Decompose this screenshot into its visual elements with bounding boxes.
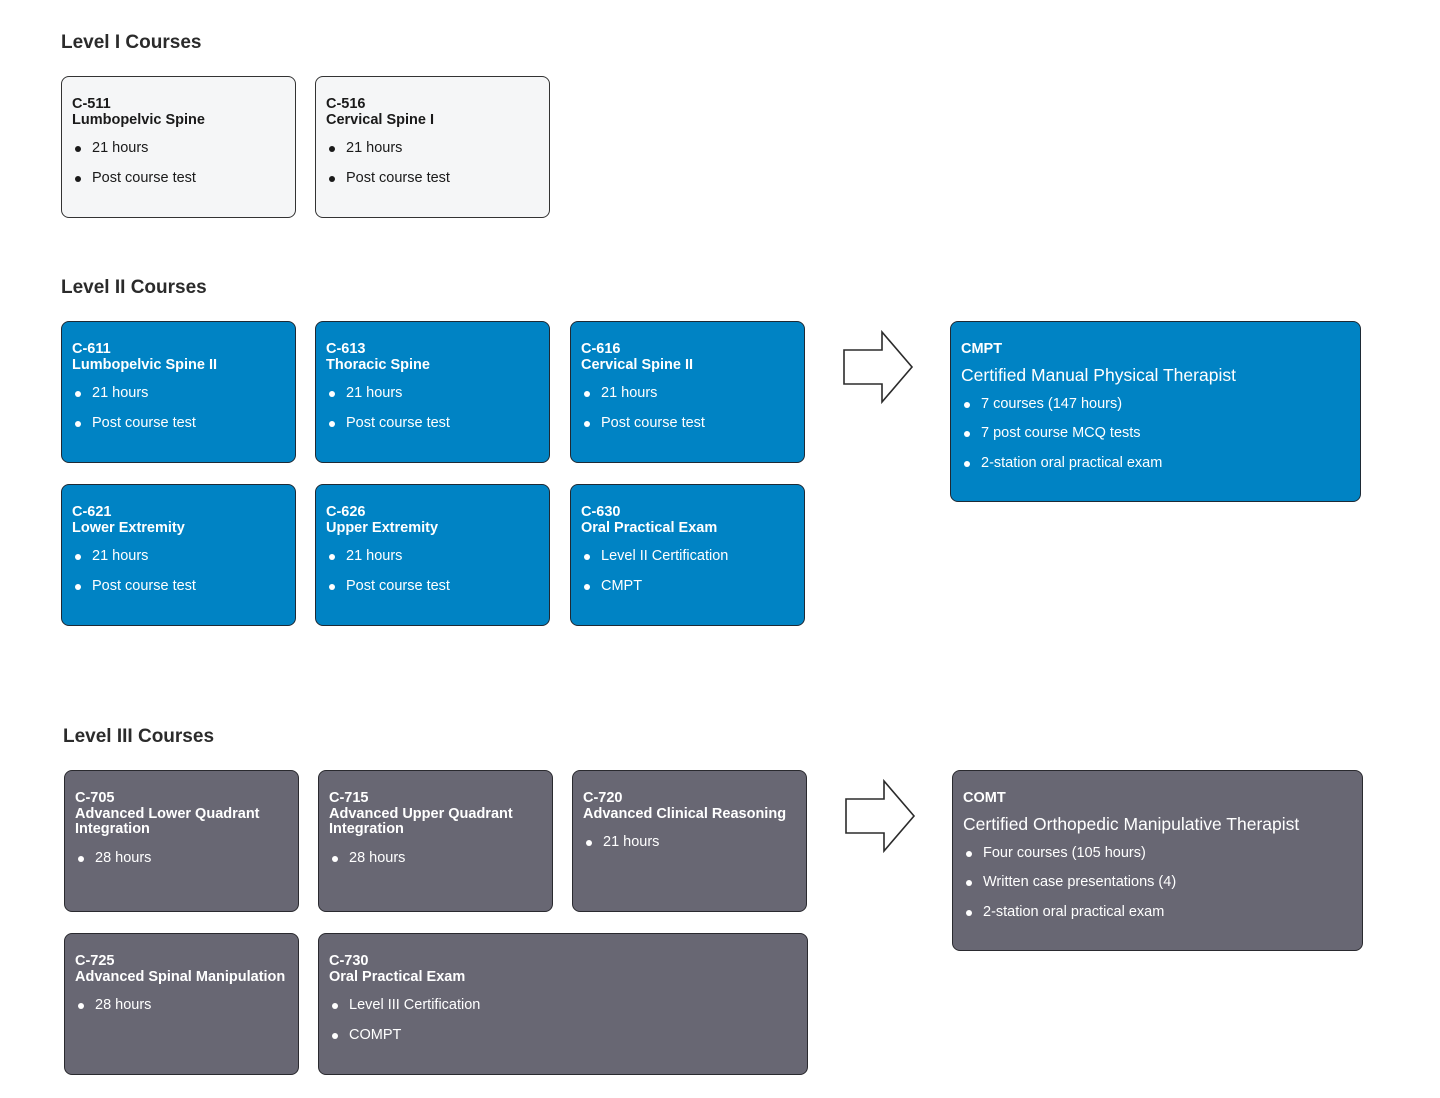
course-detail-item: Post course test bbox=[72, 409, 285, 439]
course-title: Cervical Spine I bbox=[326, 111, 434, 128]
certification-title: Certified Manual Physical Therapist bbox=[961, 364, 1236, 385]
course-details: Level III Certification COMPT bbox=[329, 991, 797, 1050]
course-details: 21 hours bbox=[583, 828, 796, 858]
course-detail-item: Post course test bbox=[326, 572, 539, 602]
course-card-c730: C-730 Oral Practical Exam Level III Cert… bbox=[318, 933, 808, 1075]
course-card-c616: C-616 Cervical Spine II 21 hours Post co… bbox=[570, 321, 805, 463]
certification-requirement-item: 2-station oral practical exam bbox=[963, 898, 1352, 928]
course-details: 28 hours bbox=[75, 991, 288, 1021]
course-details: 21 hours Post course test bbox=[72, 542, 285, 601]
course-title: Lumbopelvic Spine bbox=[72, 111, 205, 128]
course-detail-item: Post course test bbox=[72, 164, 285, 194]
course-details: 21 hours Post course test bbox=[72, 379, 285, 438]
course-detail-item: 21 hours bbox=[583, 828, 796, 858]
certification-requirement-item: 7 courses (147 hours) bbox=[961, 390, 1350, 420]
course-code: C-616 bbox=[581, 341, 621, 357]
course-card-c621: C-621 Lower Extremity 21 hours Post cour… bbox=[61, 484, 296, 626]
course-code: C-613 bbox=[326, 341, 366, 357]
certification-card-comt: COMT Certified Orthopedic Manipulative T… bbox=[952, 770, 1363, 951]
course-detail-item: Post course test bbox=[581, 409, 794, 439]
course-card-c516: C-516 Cervical Spine I 21 hours Post cou… bbox=[315, 76, 550, 218]
course-details: 28 hours bbox=[329, 844, 542, 874]
course-detail-item: Level III Certification bbox=[329, 991, 797, 1021]
course-title: Advanced Spinal Manipulation bbox=[75, 968, 286, 985]
right-arrow-icon bbox=[843, 330, 914, 404]
course-title: Thoracic Spine bbox=[326, 356, 430, 373]
course-code: C-725 bbox=[75, 953, 115, 969]
level2-heading: Level II Courses bbox=[61, 277, 207, 298]
course-title: Lower Extremity bbox=[72, 519, 185, 536]
course-code: C-630 bbox=[581, 504, 621, 520]
certification-requirement-item: Written case presentations (4) bbox=[963, 868, 1352, 898]
course-title: Advanced Lower Quadrant Integration bbox=[75, 805, 260, 837]
course-title: Advanced Clinical Reasoning bbox=[583, 805, 787, 822]
course-code: C-611 bbox=[72, 341, 111, 357]
course-code: C-511 bbox=[72, 96, 111, 112]
certification-requirement-item: Four courses (105 hours) bbox=[963, 839, 1352, 869]
course-card-c611: C-611 Lumbopelvic Spine II 21 hours Post… bbox=[61, 321, 296, 463]
course-detail-item: 21 hours bbox=[326, 134, 539, 164]
course-details: 28 hours bbox=[75, 844, 288, 874]
right-arrow-icon bbox=[845, 779, 916, 853]
course-detail-item: 21 hours bbox=[326, 379, 539, 409]
certification-card-cmpt: CMPT Certified Manual Physical Therapist… bbox=[950, 321, 1361, 502]
course-detail-item: 21 hours bbox=[581, 379, 794, 409]
course-detail-item: 21 hours bbox=[72, 134, 285, 164]
course-detail-item: 28 hours bbox=[75, 991, 288, 1021]
certification-requirements: Four courses (105 hours) Written case pr… bbox=[963, 839, 1352, 928]
course-code: C-705 bbox=[75, 790, 115, 806]
certification-requirements: 7 courses (147 hours) 7 post course MCQ … bbox=[961, 390, 1350, 479]
course-detail-item: 21 hours bbox=[72, 379, 285, 409]
course-title: Lumbopelvic Spine II bbox=[72, 356, 218, 373]
course-detail-item: Post course test bbox=[326, 164, 539, 194]
course-card-c725: C-725 Advanced Spinal Manipulation 28 ho… bbox=[64, 933, 299, 1075]
course-detail-item: 21 hours bbox=[72, 542, 285, 572]
course-card-c715: C-715 Advanced Upper Quadrant Integratio… bbox=[318, 770, 553, 912]
course-detail-item: 28 hours bbox=[75, 844, 288, 874]
course-title: Upper Extremity bbox=[326, 519, 439, 536]
course-detail-item: COMPT bbox=[329, 1021, 797, 1051]
course-title: Cervical Spine II bbox=[581, 356, 694, 373]
level3-heading: Level III Courses bbox=[63, 726, 215, 747]
course-code: C-626 bbox=[326, 504, 366, 520]
certification-requirement-item: 2-station oral practical exam bbox=[961, 449, 1350, 479]
course-detail-item: 21 hours bbox=[326, 542, 539, 572]
course-detail-item: CMPT bbox=[581, 572, 794, 602]
course-card-c613: C-613 Thoracic Spine 21 hours Post cours… bbox=[315, 321, 550, 463]
course-detail-item: Post course test bbox=[326, 409, 539, 439]
course-details: 21 hours Post course test bbox=[326, 379, 539, 438]
course-card-c626: C-626 Upper Extremity 21 hours Post cour… bbox=[315, 484, 550, 626]
course-details: 21 hours Post course test bbox=[581, 379, 794, 438]
course-code: C-516 bbox=[326, 96, 366, 112]
course-code: C-720 bbox=[583, 790, 623, 806]
course-card-c511: C-511 Lumbopelvic Spine 21 hours Post co… bbox=[61, 76, 296, 218]
course-card-c630: C-630 Oral Practical Exam Level II Certi… bbox=[570, 484, 805, 626]
certification-code: COMT bbox=[963, 790, 1006, 806]
course-detail-item: Level II Certification bbox=[581, 542, 794, 572]
course-title: Oral Practical Exam bbox=[581, 519, 718, 536]
certification-title: Certified Orthopedic Manipulative Therap… bbox=[963, 813, 1300, 834]
course-code: C-730 bbox=[329, 953, 369, 969]
certification-requirement-item: 7 post course MCQ tests bbox=[961, 419, 1350, 449]
course-code: C-715 bbox=[329, 790, 369, 806]
level1-heading: Level I Courses bbox=[61, 32, 202, 53]
course-details: 21 hours Post course test bbox=[326, 134, 539, 193]
course-details: Level II Certification CMPT bbox=[581, 542, 794, 601]
course-details: 21 hours Post course test bbox=[72, 134, 285, 193]
course-title: Oral Practical Exam bbox=[329, 968, 466, 985]
course-detail-item: 28 hours bbox=[329, 844, 542, 874]
course-details: 21 hours Post course test bbox=[326, 542, 539, 601]
certification-code: CMPT bbox=[961, 341, 1003, 357]
course-card-c705: C-705 Advanced Lower Quadrant Integratio… bbox=[64, 770, 299, 912]
course-detail-item: Post course test bbox=[72, 572, 285, 602]
course-title: Advanced Upper Quadrant Integration bbox=[329, 805, 513, 837]
course-code: C-621 bbox=[72, 504, 112, 520]
course-card-c720: C-720 Advanced Clinical Reasoning 21 hou… bbox=[572, 770, 807, 912]
